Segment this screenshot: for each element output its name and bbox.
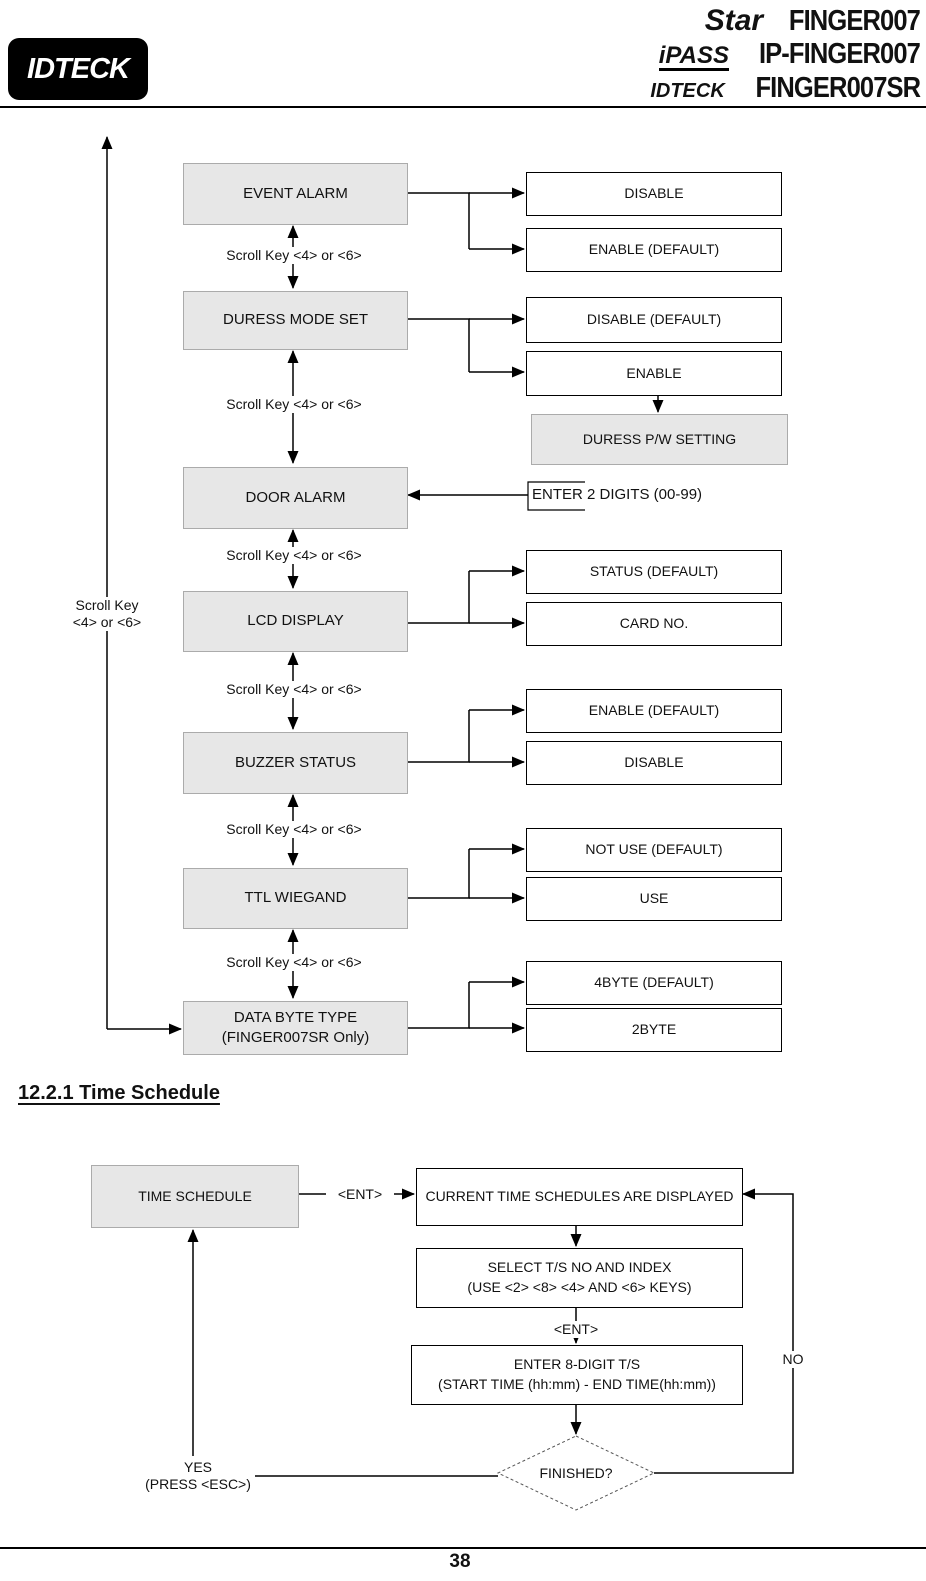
option-box-4byte-default: 4BYTE (DEFAULT) [526,961,782,1005]
product-row-idteck: IDTECK FINGER007SR [650,72,921,105]
enter-ts-line2: (START TIME (hh:mm) - END TIME(hh:mm)) [438,1376,716,1392]
menu-box-ttl-wiegand: TTL WIEGAND [183,868,408,929]
option-box-enable: ENABLE [526,351,782,396]
menu-box-event-alarm: EVENT ALARM [183,163,408,225]
idteck-logo: IDTECK [8,38,148,100]
enter-ts-line1: ENTER 8-DIGIT T/S [513,1356,641,1373]
box-enter-8-digit-ts: ENTER 8-DIGIT T/S (START TIME (hh:mm) - … [411,1345,743,1405]
page-number: 38 [449,1551,471,1572]
side-scroll-key-line2: <4> or <6> [72,614,142,630]
data-byte-type-line1: DATA BYTE TYPE [233,1008,358,1026]
model-ip-finger007: IP-FINGER007 [758,38,921,70]
product-title-block: Star FINGER007 iPASS IP-FINGER007 IDTECK… [650,4,921,105]
header-rule [0,106,926,108]
option-box-disable-default: DISABLE (DEFAULT) [526,297,782,343]
yes-label: YES (PRESS <ESC>) [123,1459,273,1493]
side-scroll-key-line1: Scroll Key [75,597,139,613]
option-box-buzzer-disable: DISABLE [526,741,782,785]
brand-star: Star [704,4,764,37]
connector-no-loop [654,1188,794,1474]
option-box-2byte: 2BYTE [526,1008,782,1052]
option-box-card-no: CARD NO. [526,602,782,646]
product-row-star: Star FINGER007 [650,4,921,37]
option-box-status-default: STATUS (DEFAULT) [526,550,782,594]
product-row-ipass: iPASS IP-FINGER007 [650,38,921,71]
option-box-enable-default: ENABLE (DEFAULT) [526,228,782,272]
side-scroll-key-label: Scroll Key <4> or <6> [57,597,157,631]
data-byte-type-line2: (FINGER007SR Only) [221,1029,370,1046]
menu-box-lcd-display: LCD DISPLAY [183,591,408,652]
menu-box-buzzer-status: BUZZER STATUS [183,732,408,794]
decision-finished-label: FINISHED? [539,1465,613,1481]
box-current-time-schedules: CURRENT TIME SCHEDULES ARE DISPLAYED [416,1168,743,1226]
section-heading: 12.2.1 Time Schedule [18,1082,220,1104]
option-box-buzzer-enable-default: ENABLE (DEFAULT) [526,689,782,733]
option-box-disable: DISABLE [526,172,782,216]
model-finger007: FINGER007 [788,5,921,37]
brand-idteck: IDTECK [650,80,725,102]
scroll-key-label-2: Scroll Key <4> or <6> [209,396,379,413]
brand-ipass: iPASS [658,42,729,71]
model-finger007sr: FINGER007SR [755,72,921,104]
no-label: NO [777,1351,809,1368]
scroll-key-label-5: Scroll Key <4> or <6> [209,821,379,838]
scroll-key-label-4: Scroll Key <4> or <6> [209,681,379,698]
decision-diamond [496,1435,656,1511]
menu-box-data-byte-type: DATA BYTE TYPE (FINGER007SR Only) [183,1001,408,1055]
yes-label-line2: (PRESS <ESC>) [145,1476,251,1492]
note-enter-2-digits: ENTER 2 DIGITS (00-99) [532,486,703,503]
box-duress-pw-setting: DURESS P/W SETTING [531,414,788,465]
menu-box-duress-mode-set: DURESS MODE SET [183,291,408,350]
ent-label-1: <ENT> [326,1186,394,1203]
menu-box-door-alarm: DOOR ALARM [183,467,408,529]
scroll-key-label-3: Scroll Key <4> or <6> [209,547,379,564]
scroll-key-label-1: Scroll Key <4> or <6> [209,247,379,264]
note-partial-frame [527,481,585,511]
yes-label-line1: YES [183,1459,212,1475]
scroll-key-label-6: Scroll Key <4> or <6> [209,954,379,971]
footer-rule [0,1547,926,1549]
option-box-not-use-default: NOT USE (DEFAULT) [526,828,782,872]
option-box-use: USE [526,877,782,921]
box-select-ts-no: SELECT T/S NO AND INDEX (USE <2> <8> <4>… [416,1248,743,1308]
box-time-schedule: TIME SCHEDULE [91,1165,299,1228]
select-ts-line1: SELECT T/S NO AND INDEX [487,1259,672,1276]
ent-label-2: <ENT> [542,1321,610,1338]
select-ts-line2: (USE <2> <8> <4> AND <6> KEYS) [467,1279,692,1295]
